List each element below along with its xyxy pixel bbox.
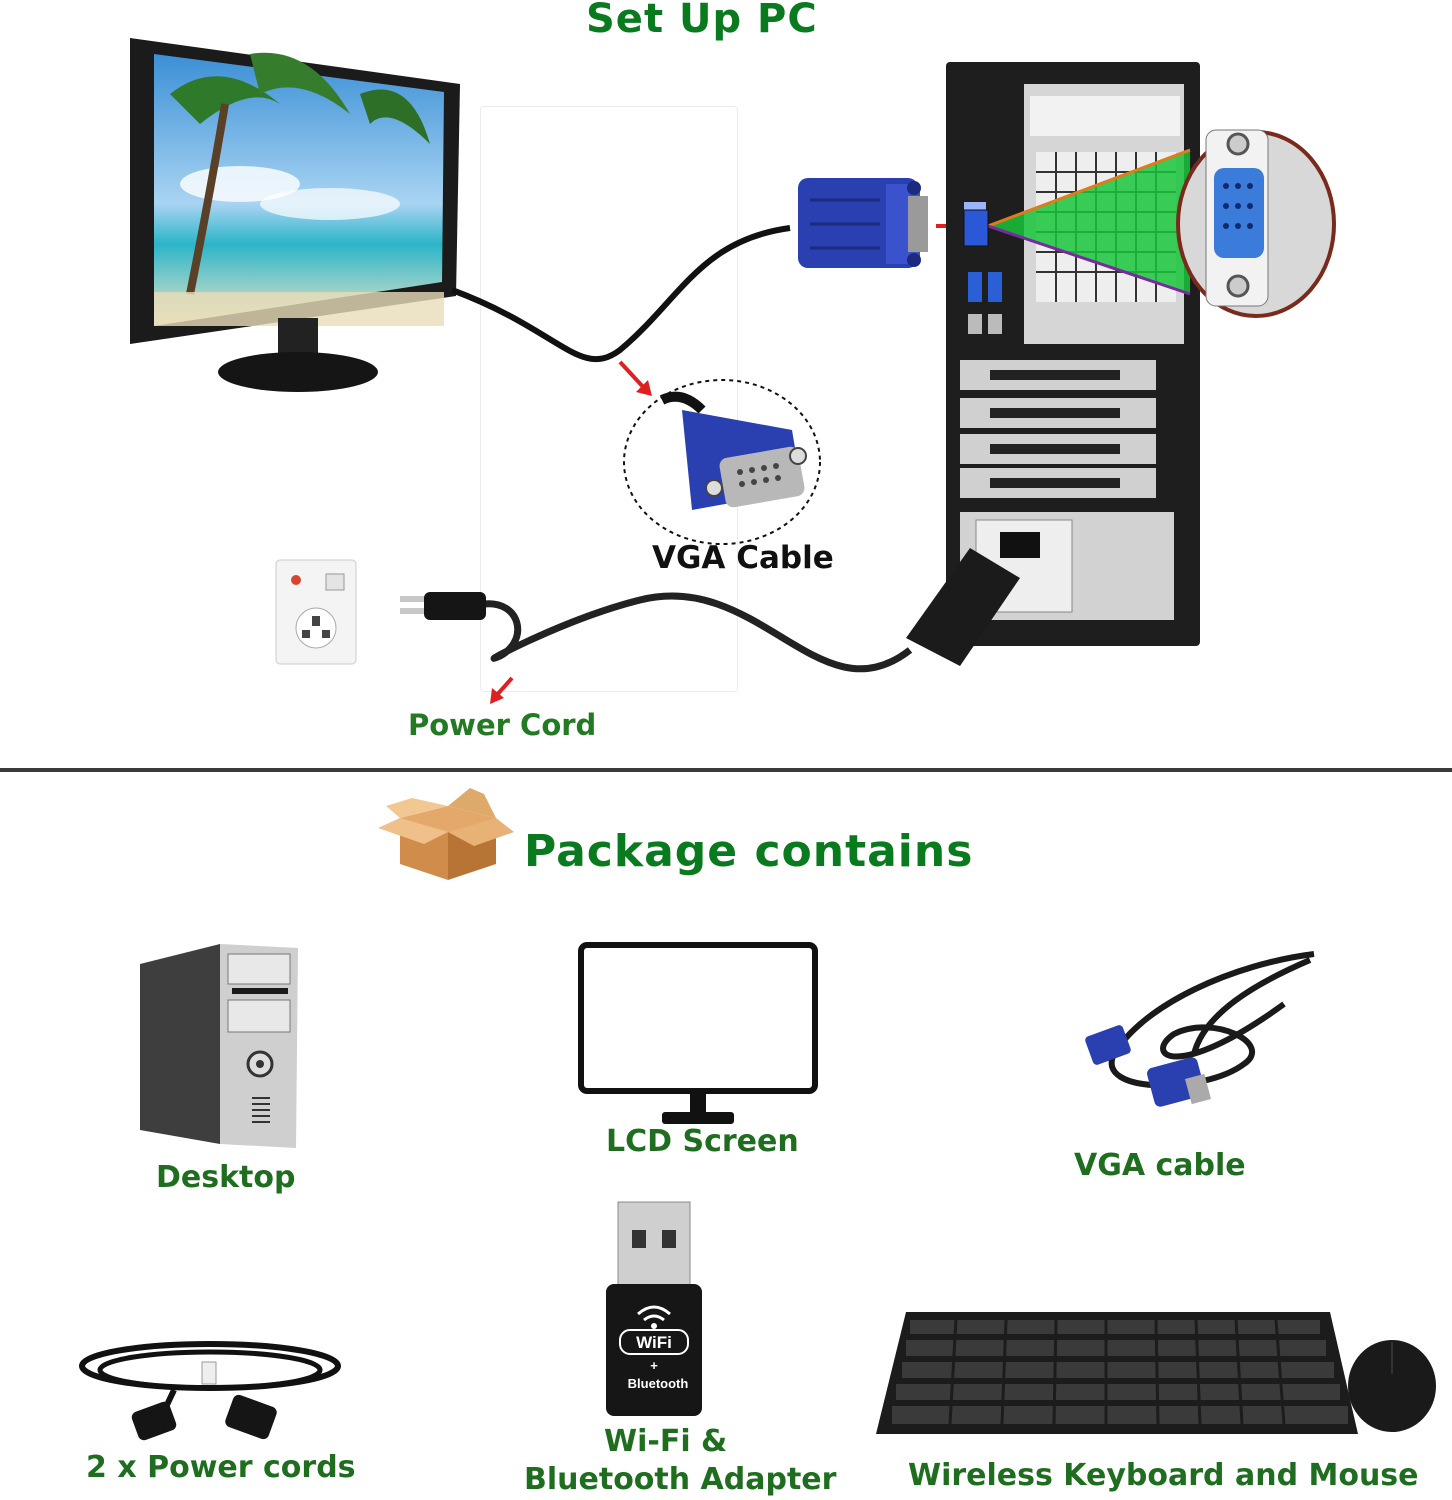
power-plug-icon — [400, 592, 486, 620]
item-label-desktop: Desktop — [156, 1160, 296, 1195]
vga-cable-label: VGA Cable — [652, 540, 834, 576]
package-title: Package contains — [524, 826, 974, 877]
item-label-adapter-line2: Bluetooth Adapter — [524, 1462, 837, 1497]
section-divider — [0, 768, 1452, 772]
wifi-bluetooth-adapter-icon: WiFi + Bluetooth — [606, 1201, 702, 1416]
vga-cable-icon — [1085, 951, 1315, 1107]
setup-title: Set Up PC — [586, 0, 818, 42]
item-label-power-cords: 2 x Power cords — [86, 1450, 356, 1485]
svg-text:Bluetooth: Bluetooth — [628, 1376, 689, 1391]
keyboard-mouse-icon — [876, 1312, 1436, 1434]
lcd-screen-icon — [578, 942, 818, 1124]
item-label-keyboard-mouse: Wireless Keyboard and Mouse — [908, 1458, 1419, 1493]
package-box-icon — [378, 788, 514, 880]
wall-socket-icon — [275, 559, 357, 665]
power-cord-label: Power Cord — [408, 708, 597, 742]
item-label-adapter-line1: Wi-Fi & — [604, 1424, 728, 1459]
item-label-lcd: LCD Screen — [606, 1124, 799, 1159]
vga-port-zoom-icon — [963, 129, 1336, 318]
svg-text:+: + — [650, 1358, 658, 1373]
backdrop-panel — [480, 106, 738, 692]
vga-callout-icon — [623, 379, 821, 545]
psu-connector-icon — [906, 548, 1020, 666]
power-cord-icon — [79, 1341, 341, 1441]
item-label-vga: VGA cable — [1074, 1148, 1246, 1183]
svg-text:WiFi: WiFi — [636, 1333, 672, 1352]
vga-connector-icon — [798, 178, 928, 268]
desktop-tower-icon — [140, 944, 298, 1148]
monitor-icon — [130, 38, 460, 392]
